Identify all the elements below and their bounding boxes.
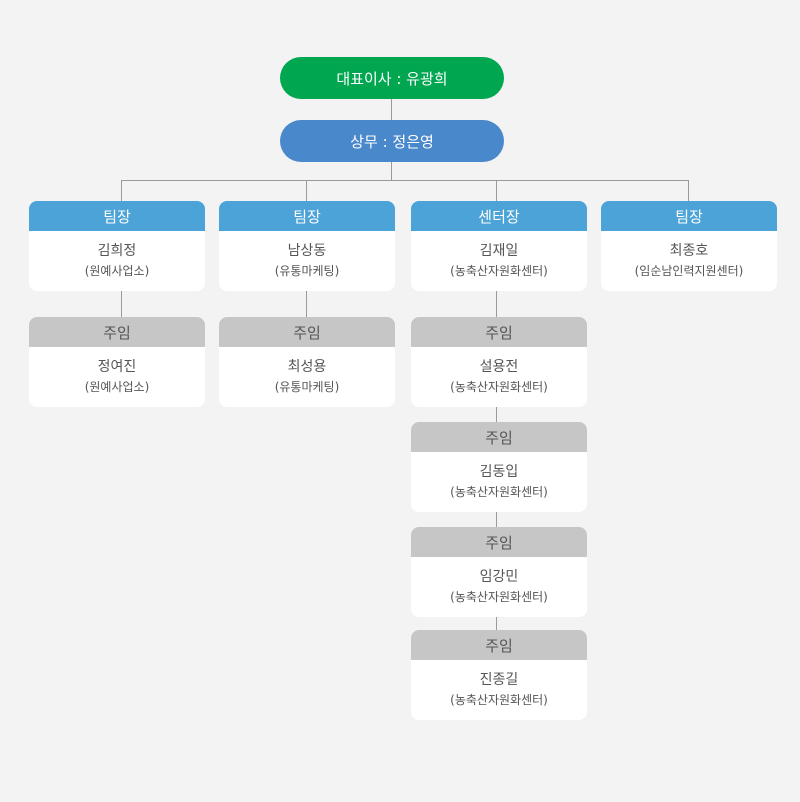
leader-name: 김재일 xyxy=(479,243,519,259)
member-name: 진종길 xyxy=(479,672,519,688)
connector-col3-2 xyxy=(496,407,497,422)
leader-name: 김희정 xyxy=(97,243,137,259)
member-title: 주임 xyxy=(411,630,587,660)
member-title: 주임 xyxy=(411,422,587,452)
connector-drop-col3 xyxy=(496,180,497,201)
leader-name: 남상동 xyxy=(287,243,327,259)
connector-col3-4 xyxy=(496,617,497,630)
connector-col3-3 xyxy=(496,512,497,527)
leader-card-col1: 팀장 김희정 (원예사업소) xyxy=(29,201,205,291)
member-card: 주임 임강민 (농축산자원화센터) xyxy=(411,527,587,617)
connector-ceo-exec xyxy=(391,99,392,120)
leader-card-col4: 팀장 최종호 (임순남인력지원센터) xyxy=(601,201,777,291)
connector-drop-col1 xyxy=(121,180,122,201)
member-dept: (유통마케팅) xyxy=(274,380,340,394)
connector-drop-col2 xyxy=(306,180,307,201)
connector-col2-1 xyxy=(306,291,307,317)
leader-card-col2: 팀장 남상동 (유통마케팅) xyxy=(219,201,395,291)
member-dept: (농축산자원화센터) xyxy=(450,590,548,604)
connector-col1-1 xyxy=(121,291,122,317)
leader-card-col3: 센터장 김재일 (농축산자원화센터) xyxy=(411,201,587,291)
member-name: 임강민 xyxy=(479,569,519,585)
ceo-label: 대표이사 : 유광희 xyxy=(336,69,448,88)
member-name: 정여진 xyxy=(97,359,137,375)
leader-title: 센터장 xyxy=(411,201,587,231)
leader-dept: (농축산자원화센터) xyxy=(450,264,548,278)
leader-name: 최종호 xyxy=(669,243,709,259)
member-name: 최성용 xyxy=(287,359,327,375)
connector-horizontal xyxy=(121,180,688,181)
member-card: 주임 김동입 (농축산자원화센터) xyxy=(411,422,587,512)
member-title: 주임 xyxy=(29,317,205,347)
leader-title: 팀장 xyxy=(601,201,777,231)
member-title: 주임 xyxy=(219,317,395,347)
ceo-node: 대표이사 : 유광희 xyxy=(280,57,504,99)
executive-label: 상무 : 정은영 xyxy=(350,132,434,151)
leader-dept: (유통마케팅) xyxy=(274,264,340,278)
member-card: 주임 정여진 (원예사업소) xyxy=(29,317,205,407)
member-title: 주임 xyxy=(411,527,587,557)
leader-dept: (원예사업소) xyxy=(84,264,150,278)
connector-exec-down xyxy=(391,162,392,180)
member-card: 주임 최성용 (유통마케팅) xyxy=(219,317,395,407)
leader-title: 팀장 xyxy=(29,201,205,231)
member-card: 주임 설용전 (농축산자원화센터) xyxy=(411,317,587,407)
connector-drop-col4 xyxy=(688,180,689,201)
connector-col3-1 xyxy=(496,291,497,317)
member-dept: (농축산자원화센터) xyxy=(450,693,548,707)
member-card: 주임 진종길 (농축산자원화센터) xyxy=(411,630,587,720)
member-dept: (원예사업소) xyxy=(84,380,150,394)
leader-dept: (임순남인력지원센터) xyxy=(634,264,744,278)
leader-title: 팀장 xyxy=(219,201,395,231)
member-dept: (농축산자원화센터) xyxy=(450,485,548,499)
member-dept: (농축산자원화센터) xyxy=(450,380,548,394)
member-title: 주임 xyxy=(411,317,587,347)
executive-node: 상무 : 정은영 xyxy=(280,120,504,162)
member-name: 설용전 xyxy=(479,359,519,375)
member-name: 김동입 xyxy=(479,464,519,480)
